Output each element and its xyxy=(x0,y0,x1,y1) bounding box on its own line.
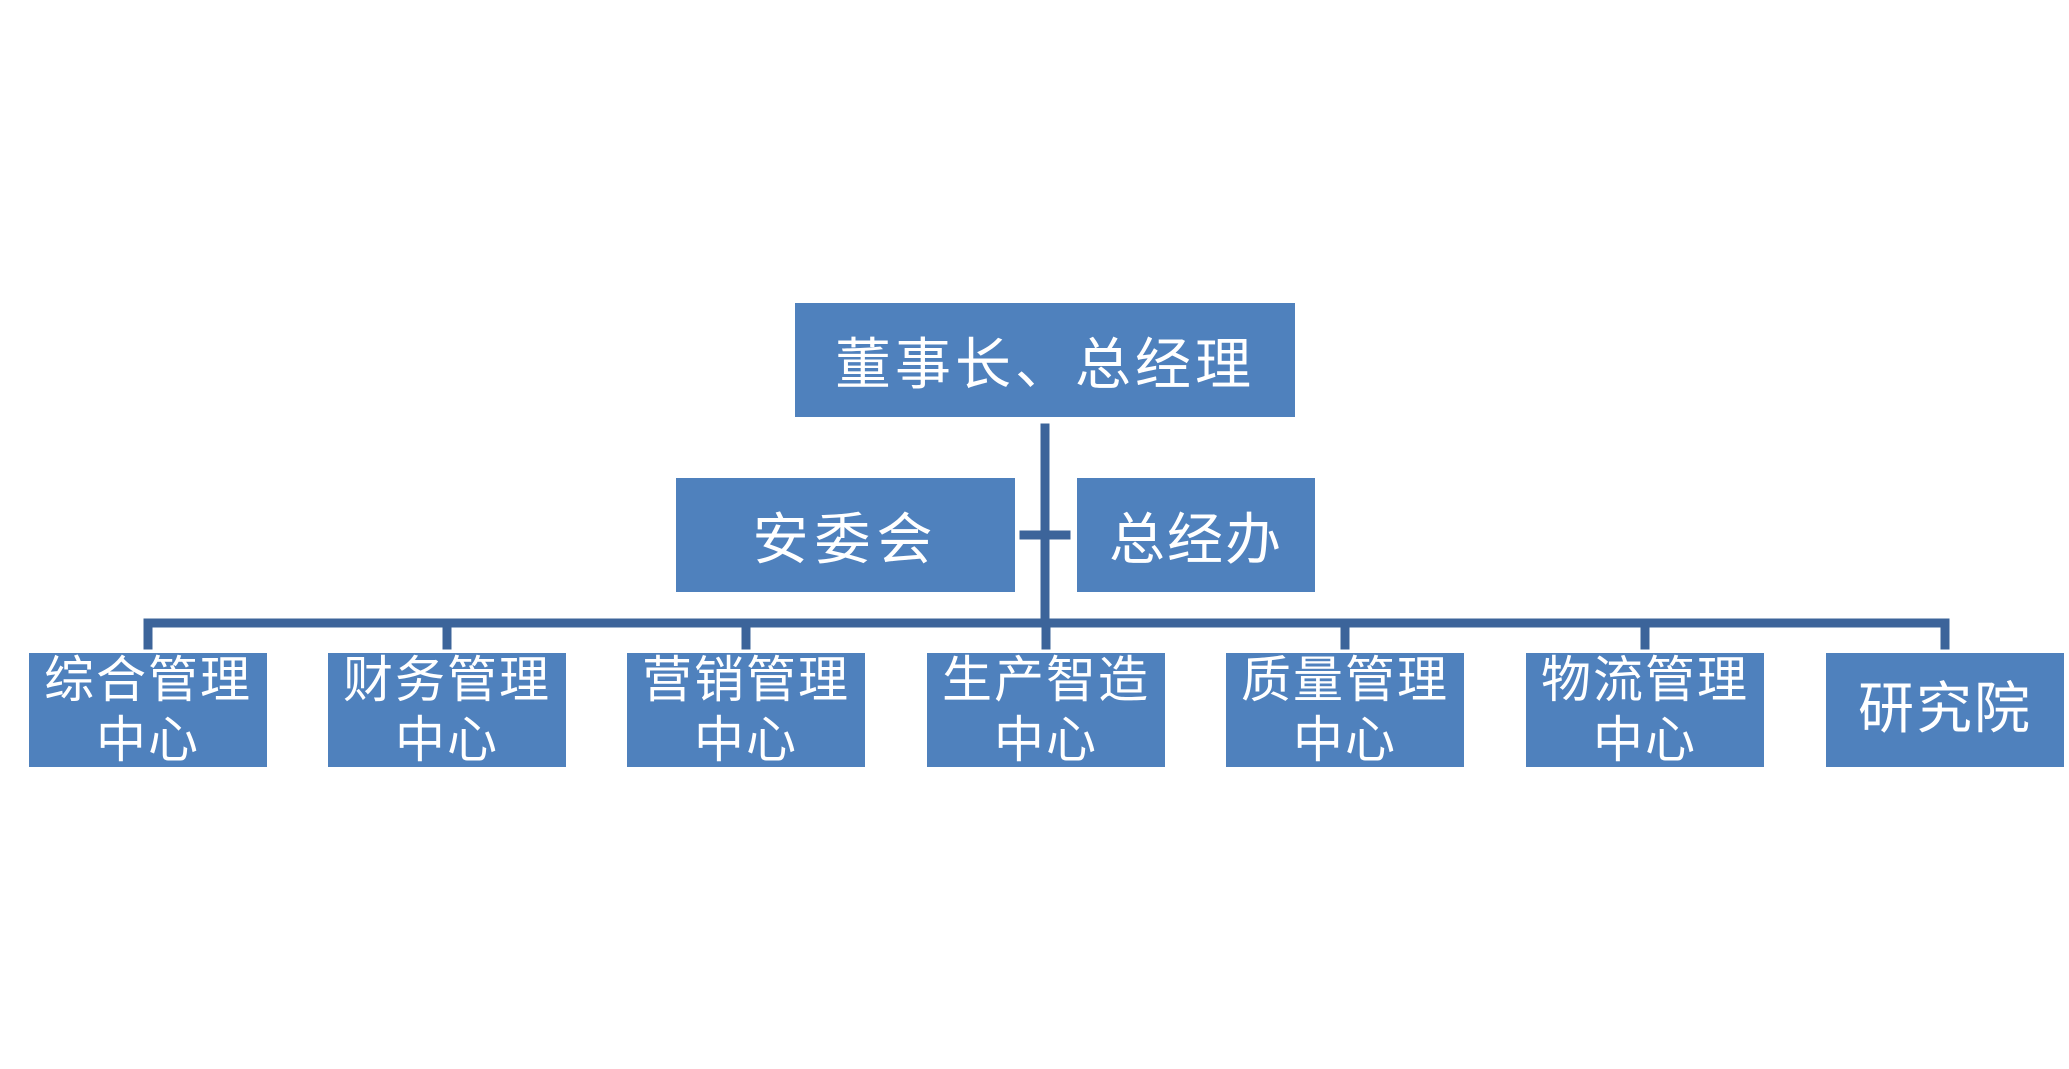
node-safety-committee-label: 安委会 xyxy=(752,507,939,573)
node-dept-logistics[interactable]: 物流管理 中心 xyxy=(1526,651,1764,769)
node-dept-quality[interactable]: 质量管理 中心 xyxy=(1226,651,1464,769)
dept-label-line1: 财务管理 xyxy=(343,651,551,709)
dept-label-line1: 物流管理 xyxy=(1541,651,1749,709)
node-dept-general-management[interactable]: 综合管理 中心 xyxy=(29,651,267,769)
dept-label-line2: 中心 xyxy=(694,711,798,769)
dept-label-line1: 综合管理 xyxy=(44,651,252,709)
node-dept-marketing[interactable]: 营销管理 中心 xyxy=(627,651,865,769)
dept-label-line2: 中心 xyxy=(1293,711,1397,769)
dept-label-line1: 质量管理 xyxy=(1241,651,1449,709)
node-chairman-gm-label: 董事长、总经理 xyxy=(835,332,1255,398)
node-chairman-gm[interactable]: 董事长、总经理 xyxy=(795,303,1295,417)
dept-label-line1: 营销管理 xyxy=(642,651,850,709)
dept-label-line2: 中心 xyxy=(395,711,499,769)
node-gm-office[interactable]: 总经办 xyxy=(1077,478,1315,592)
node-dept-finance[interactable]: 财务管理 中心 xyxy=(328,651,566,769)
dept-label-line1: 生产智造 xyxy=(942,651,1150,709)
node-dept-research-institute[interactable]: 研究院 xyxy=(1826,653,2064,767)
node-dept-manufacturing[interactable]: 生产智造 中心 xyxy=(927,651,1165,769)
dept-label-line2: 中心 xyxy=(994,711,1098,769)
node-gm-office-label: 总经办 xyxy=(1109,507,1283,573)
dept-label-line1: 研究院 xyxy=(1858,677,2032,742)
dept-label-line2: 中心 xyxy=(1593,711,1697,769)
node-safety-committee[interactable]: 安委会 xyxy=(676,478,1015,592)
dept-label-line2: 中心 xyxy=(96,711,200,769)
